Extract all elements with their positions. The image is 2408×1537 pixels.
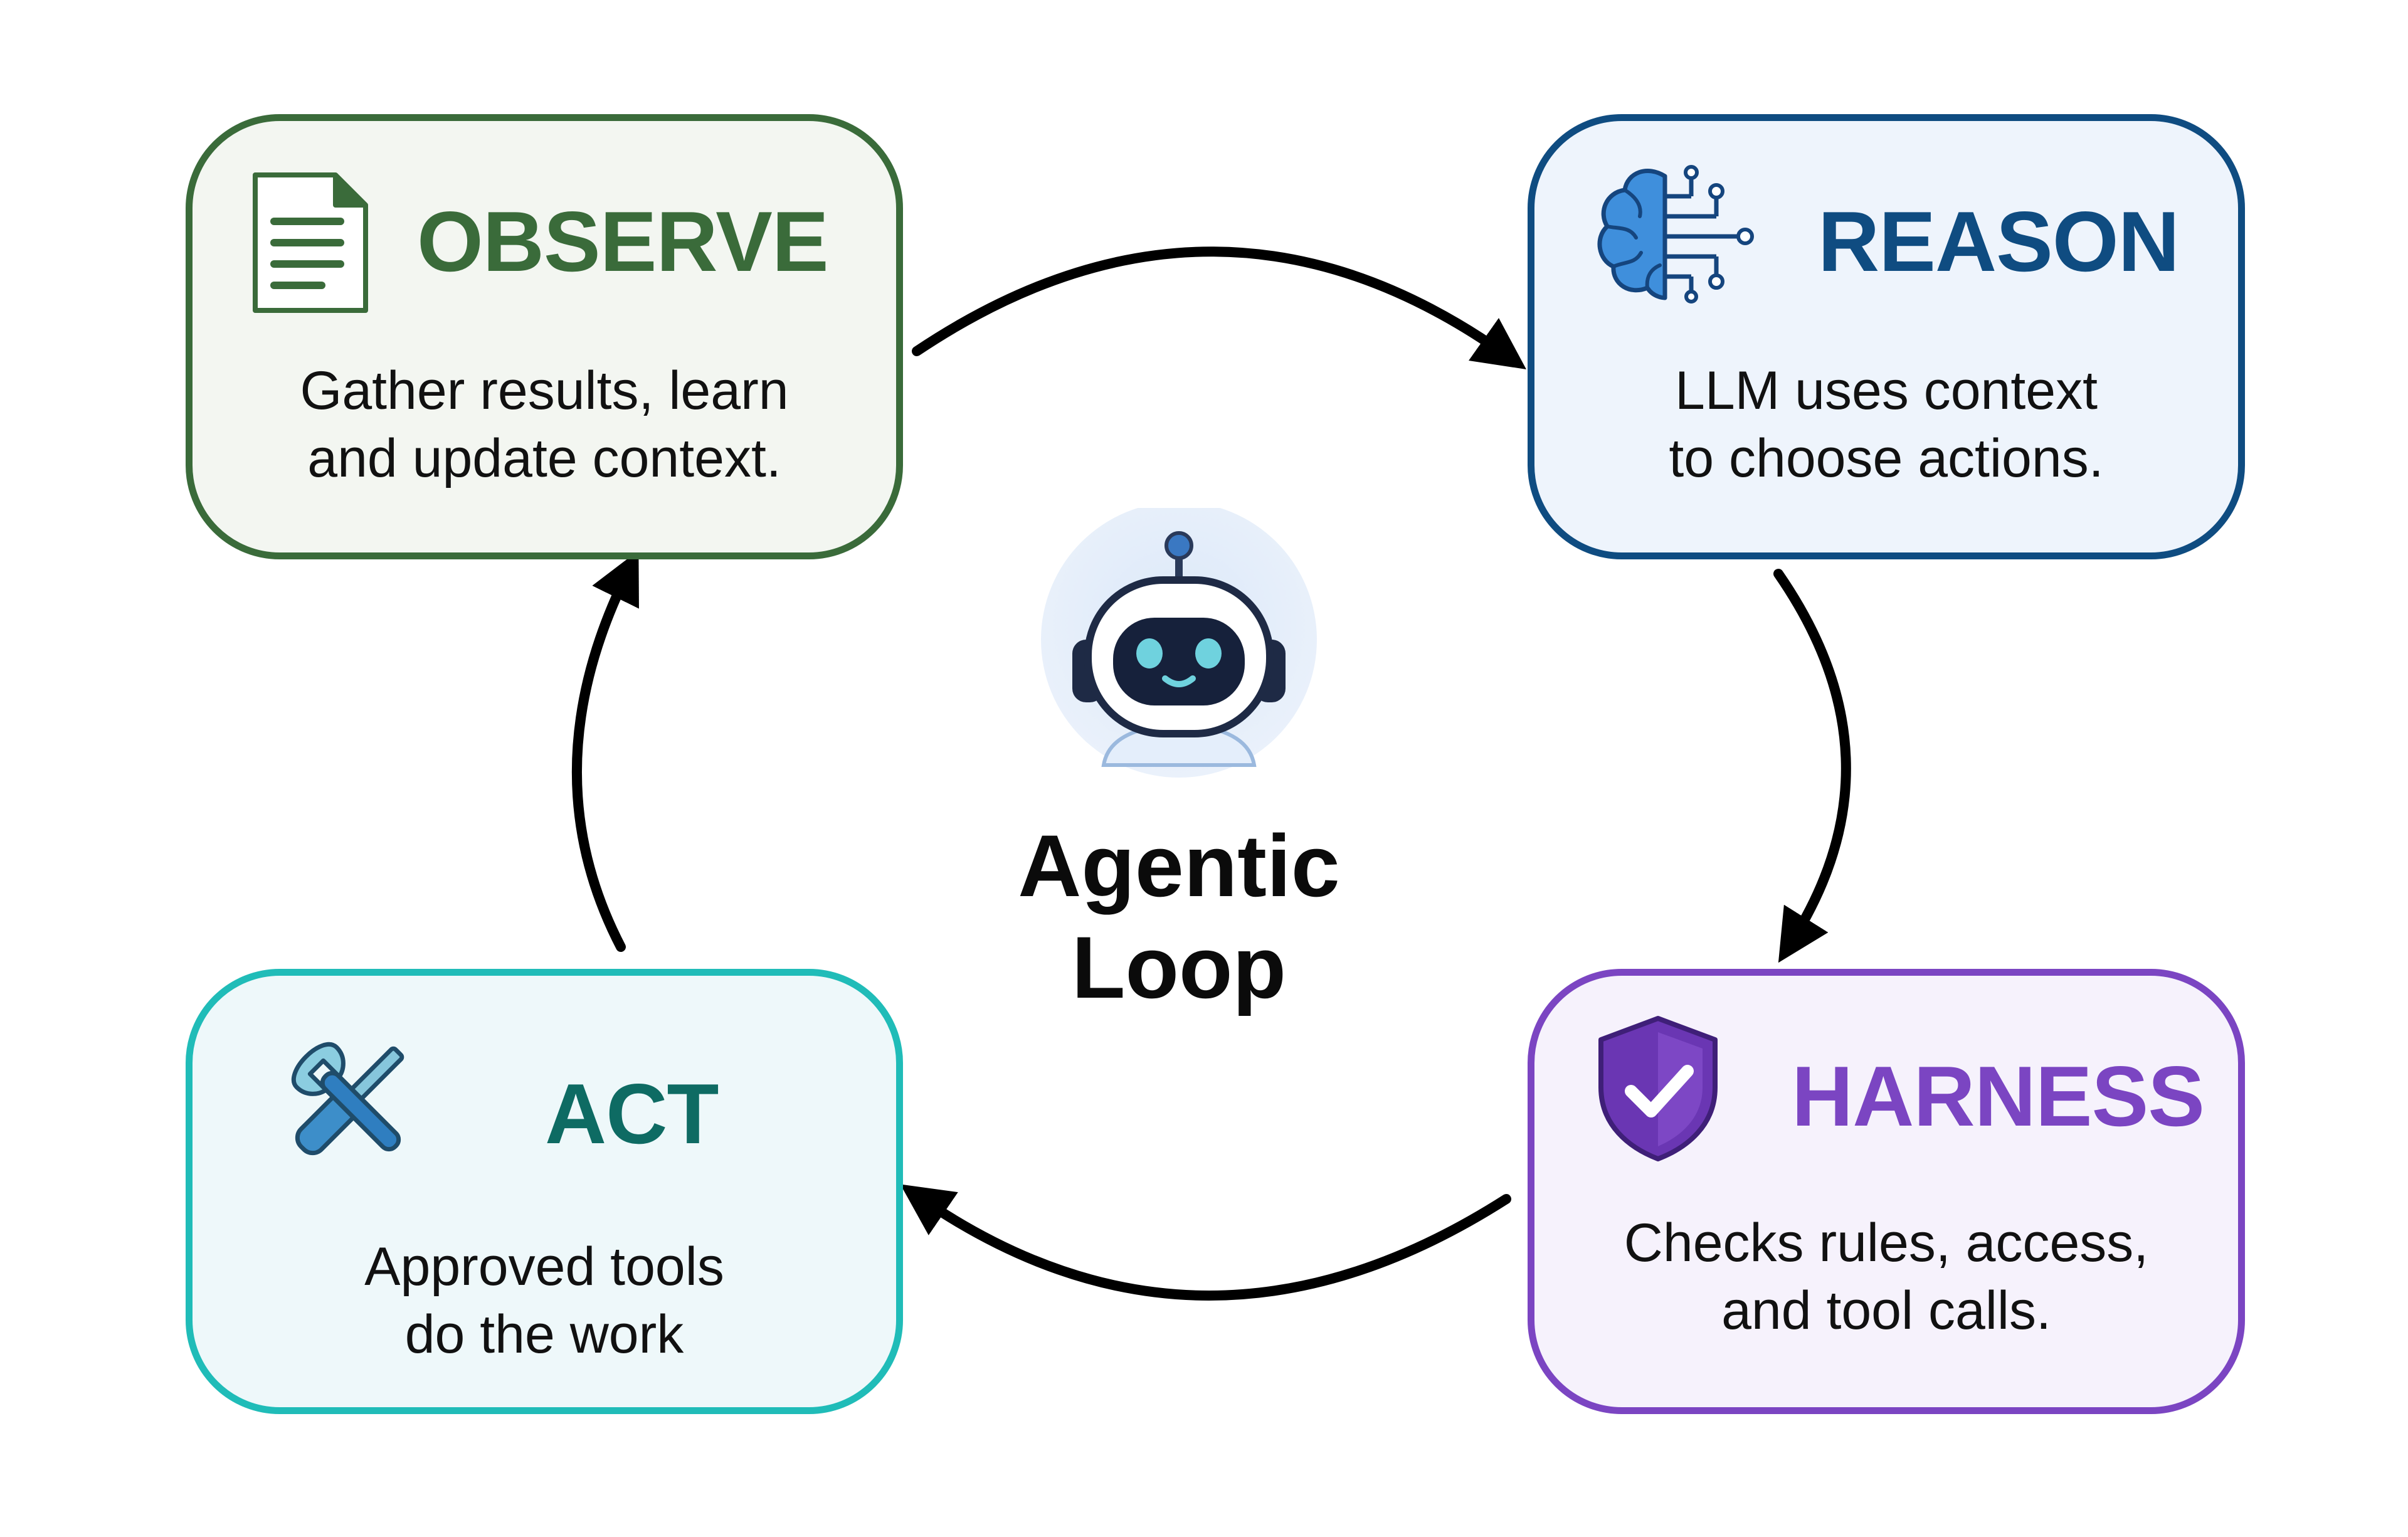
tools-icon [291,1042,404,1156]
act-desc-line2: do the work [404,1304,684,1365]
harness-desc-line2: and tool calls. [1721,1281,2051,1341]
harness-description: Checks rules, access, and tool calls. [1534,1209,2238,1344]
harness-desc-line1: Checks rules, access, [1624,1213,2149,1273]
reason-desc-line2: to choose actions. [1669,428,2104,489]
step-reason-card: REASON LLM uses context to choose action… [1528,114,2245,559]
act-title: ACT [545,1066,719,1161]
step-observe-card: OBSERVE Gather results, learn and update… [186,114,903,559]
document-icon [253,172,368,313]
step-act-card: ACT Approved tools do the work [186,969,903,1414]
act-description: Approved tools do the work [193,1233,896,1368]
center-title-line1: Agentic [1018,816,1340,915]
harness-title: HARNESS [1792,1048,2205,1144]
act-desc-line1: Approved tools [364,1237,724,1297]
arrow-act-to-observe [572,550,639,952]
step-harness-card: HARNESS Checks rules, access, and tool c… [1528,969,2245,1414]
reason-description: LLM uses context to choose actions. [1534,357,2238,492]
reason-title: REASON [1818,194,2180,289]
reason-desc-line1: LLM uses context [1674,361,2098,421]
shield-check-icon [1598,1016,1718,1161]
observe-title: OBSERVE [417,194,829,289]
arrow-reason-to-harness [1773,569,1851,963]
arrow-harness-to-act [900,1184,1511,1301]
center-title-line2: Loop [1071,918,1287,1017]
observe-desc-line2: and update context. [307,428,781,489]
robot-icon [1041,508,1317,778]
arrow-observe-to-reason [912,246,1526,369]
observe-description: Gather results, learn and update context… [193,357,896,492]
brain-circuit-icon [1597,165,1754,304]
observe-desc-line1: Gather results, learn [300,361,789,421]
center-title: Agentic Loop [928,815,1430,1018]
